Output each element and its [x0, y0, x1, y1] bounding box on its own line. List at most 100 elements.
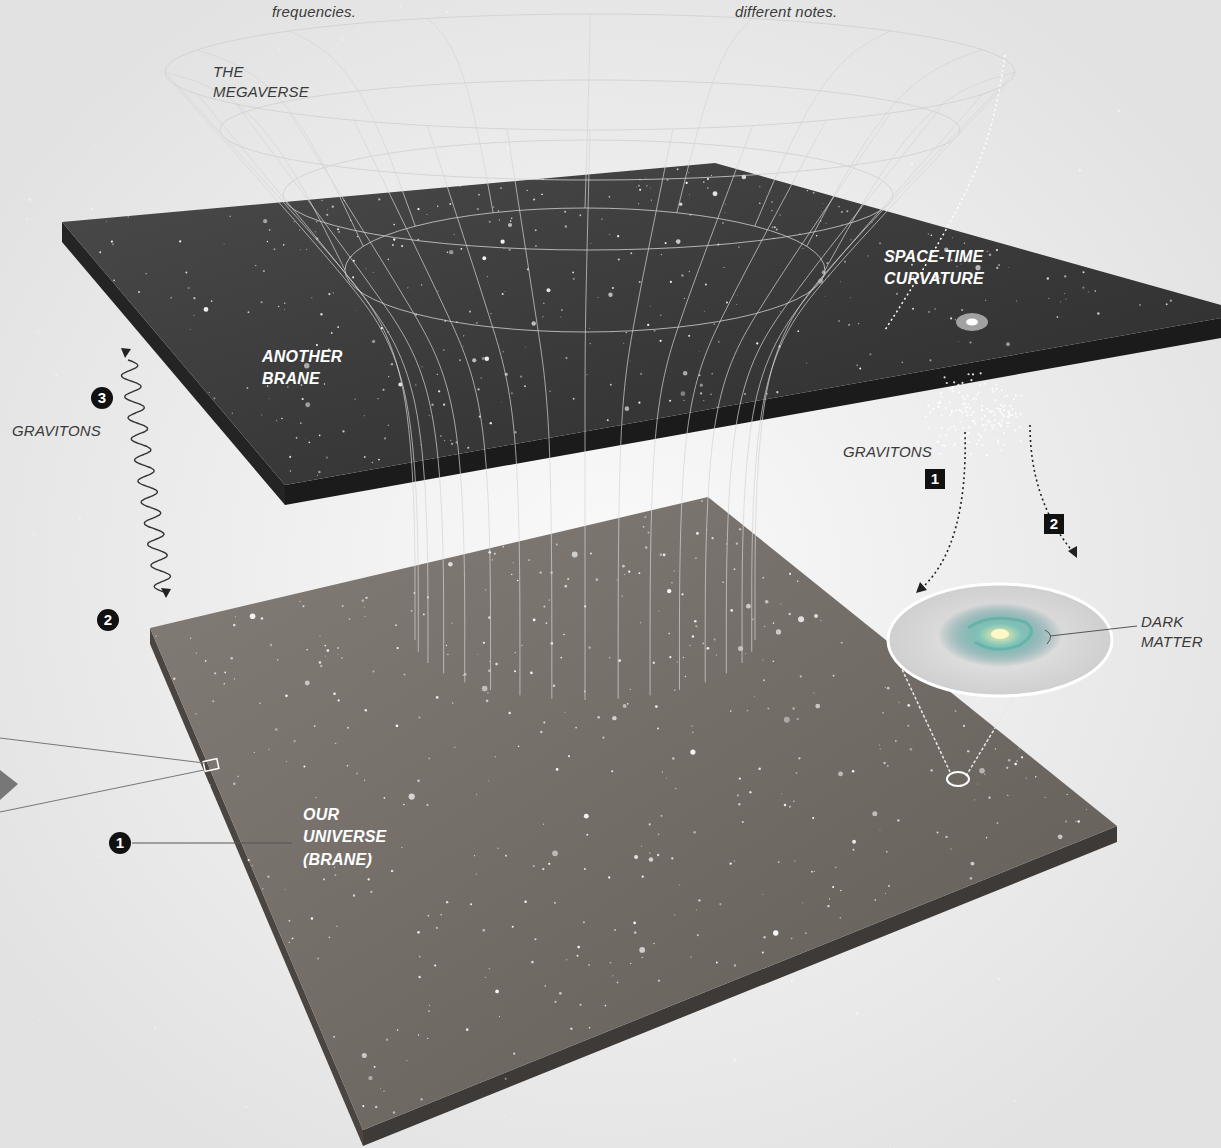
star — [437, 374, 438, 375]
star — [491, 313, 492, 314]
dark-matter-dot — [1007, 426, 1009, 428]
star — [483, 642, 485, 644]
star — [583, 921, 585, 923]
graviton-label: GRAVITONS — [843, 442, 943, 462]
dark-matter-dot — [995, 384, 997, 386]
star — [396, 647, 398, 649]
star — [446, 645, 447, 646]
dark-matter-dot — [950, 426, 952, 428]
star — [503, 1115, 505, 1117]
star — [437, 290, 438, 291]
dark-matter-dot — [970, 379, 972, 381]
star — [639, 189, 641, 191]
star — [651, 199, 652, 200]
dark-matter-dot — [986, 420, 988, 422]
star — [428, 1010, 430, 1012]
star — [246, 1106, 248, 1108]
star — [426, 804, 428, 806]
dark-matter-dot — [943, 376, 945, 378]
dark-matter-dot — [948, 401, 950, 403]
star — [294, 221, 295, 222]
star — [791, 980, 794, 983]
dark-matter-dot — [1002, 414, 1004, 416]
dark-matter-dot — [1020, 440, 1022, 442]
star — [300, 601, 301, 602]
star — [602, 737, 604, 739]
star — [440, 914, 442, 916]
star — [393, 224, 395, 226]
star — [452, 702, 453, 703]
star — [250, 613, 256, 619]
grid-line — [755, 31, 891, 226]
star — [692, 731, 694, 733]
star — [1166, 303, 1168, 305]
dark-matter-dot — [952, 390, 954, 392]
dark-matter-dot — [969, 407, 971, 409]
star — [278, 48, 280, 50]
star — [634, 855, 638, 859]
dark-matter-dot — [964, 435, 966, 437]
star — [364, 415, 365, 416]
star — [355, 399, 356, 400]
star — [337, 647, 339, 649]
star — [607, 419, 609, 421]
star — [945, 836, 947, 838]
star — [374, 1066, 376, 1068]
star — [554, 1001, 556, 1003]
star — [900, 139, 901, 140]
dark-matter-dot — [1000, 412, 1002, 414]
star — [856, 364, 858, 366]
star — [391, 870, 394, 873]
star — [759, 186, 760, 187]
star — [419, 956, 421, 958]
dark-matter-dot — [939, 401, 941, 403]
star — [763, 936, 766, 939]
star — [612, 716, 616, 720]
dark-matter-dot — [1011, 414, 1013, 416]
star — [193, 315, 194, 316]
star — [451, 622, 452, 623]
star — [779, 214, 781, 216]
dark-matter-dot — [994, 399, 996, 401]
star — [754, 696, 755, 697]
star — [173, 677, 175, 679]
dark-matter-dot — [945, 434, 947, 436]
star — [490, 422, 492, 424]
star — [1079, 169, 1082, 172]
dark-matter-dot — [1015, 416, 1017, 418]
star — [535, 245, 537, 247]
star — [985, 300, 986, 301]
star — [511, 217, 513, 219]
star — [535, 229, 537, 231]
star — [758, 767, 761, 770]
star — [696, 909, 697, 910]
graviton-label: GRAVITONS — [12, 421, 122, 441]
star — [515, 652, 516, 653]
star — [500, 240, 504, 244]
star — [957, 341, 959, 343]
star — [286, 761, 287, 762]
dark-matter-dot — [958, 391, 960, 393]
dark-matter-dot — [992, 390, 994, 392]
star — [977, 784, 978, 785]
dark-matter-dot — [993, 424, 995, 426]
star — [378, 198, 380, 200]
dark-matter-dot — [939, 434, 941, 436]
star — [419, 716, 421, 718]
star — [579, 214, 581, 216]
star — [377, 398, 378, 399]
dark-matter-dot — [967, 403, 969, 405]
star — [813, 192, 815, 194]
star — [690, 956, 692, 958]
grid-line — [755, 72, 1015, 640]
star — [1061, 316, 1063, 318]
star — [742, 821, 744, 823]
star — [639, 572, 641, 574]
grid-line — [585, 14, 590, 208]
star — [190, 638, 191, 639]
star — [399, 5, 401, 7]
star — [719, 903, 721, 905]
star — [1060, 301, 1061, 302]
